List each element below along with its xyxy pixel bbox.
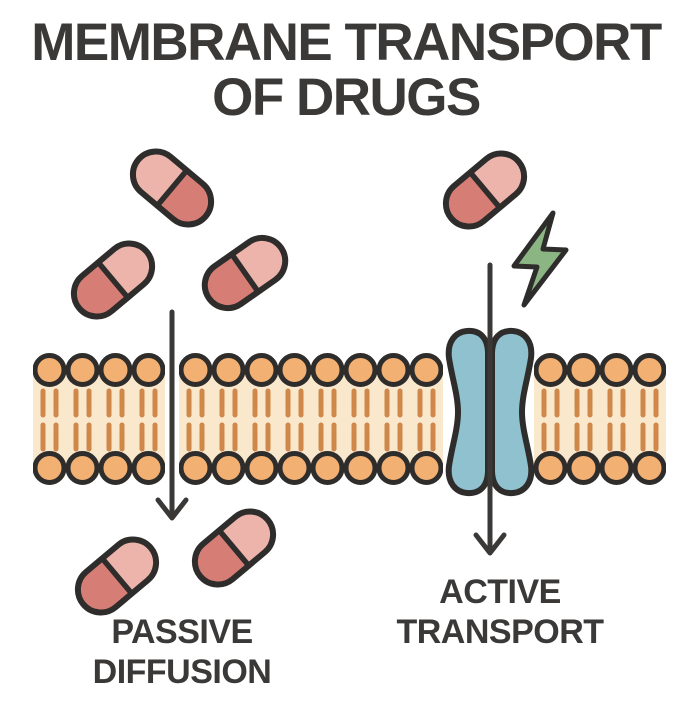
active-transport-label-line2: TRANSPORT <box>396 613 604 651</box>
lipid-bilayer-segment-middle <box>179 353 443 485</box>
lipid-bilayer-segment-left <box>33 353 165 485</box>
pill-capsule-icon <box>196 229 294 317</box>
passive-diffusion-label-line2: DIFFUSION <box>93 653 272 691</box>
passive-diffusion-label-line1: PASSIVE <box>111 613 252 651</box>
pill-capsule-icon <box>186 502 283 594</box>
pill-capsule-icon <box>65 234 162 326</box>
active-transport-down-arrow-icon <box>473 262 507 556</box>
active-transport-label-line1: ACTIVE <box>439 573 561 611</box>
passive-diffusion-down-arrow-icon <box>155 309 189 521</box>
lipid-bilayer-segment-right <box>534 353 666 485</box>
lightning-bolt-icon <box>511 210 569 308</box>
page-title-line2: OF DRUGS <box>212 68 480 127</box>
pill-capsule-icon <box>69 530 166 622</box>
pill-capsule-icon <box>124 142 221 234</box>
page-title-line1: MEMBRANE TRANSPORT <box>31 13 662 72</box>
pill-capsule-icon <box>437 144 534 236</box>
